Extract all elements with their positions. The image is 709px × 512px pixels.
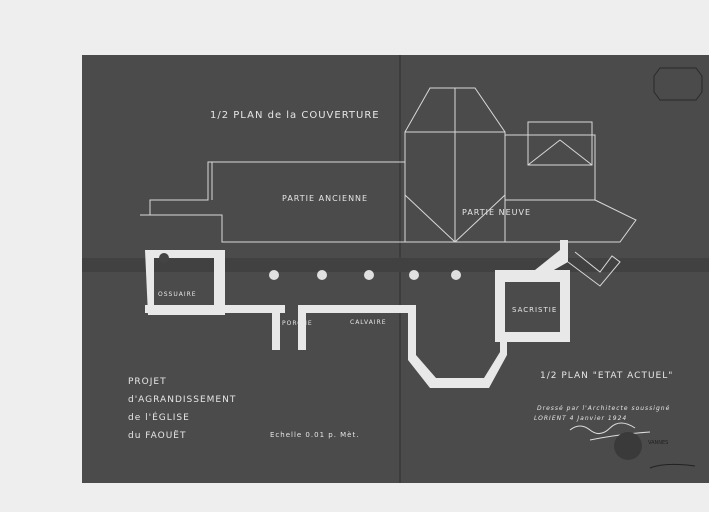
place-date: LORIENT 4 Janvier 1924 (534, 415, 627, 422)
column (364, 270, 374, 280)
archive-stamp (653, 67, 703, 101)
stamp-city: VANNES (648, 440, 668, 446)
column (317, 270, 327, 280)
column (269, 270, 279, 280)
scale-label: Echelle 0.01 p. Mèt. (270, 431, 359, 439)
porch-label: PORCHE (282, 320, 313, 327)
svg-text:du FAOUËT: du FAOUËT (128, 430, 186, 441)
project-title: PROJET d'AGRANDISSEMENT de l'ÉGLISE du F… (128, 377, 236, 441)
countersignature (649, 463, 696, 469)
new-part-label: PARTIE NEUVE (462, 208, 531, 217)
fold-band (82, 258, 709, 272)
svg-text:d'AGRANDISSEMENT: d'AGRANDISSEMENT (128, 395, 236, 405)
column (159, 253, 169, 263)
ossuary-label: OSSUAIRE (158, 291, 197, 298)
sacristy-label: SACRISTIE (512, 306, 557, 314)
svg-text:PROJET: PROJET (128, 377, 167, 387)
seal-stamp (614, 432, 642, 460)
current-plan-title: 1/2 PLAN "ETAT ACTUEL" (540, 371, 673, 381)
svg-text:de l'ÉGLISE: de l'ÉGLISE (128, 411, 190, 423)
column (451, 270, 461, 280)
drawn-by: Dressé par l'Architecte soussigné (537, 405, 670, 412)
roof-plan (140, 87, 637, 243)
calvary-label: CALVAIRE (350, 319, 387, 326)
column (409, 270, 419, 280)
floor-plan (145, 240, 621, 388)
old-part-label: PARTIE ANCIENNE (282, 194, 368, 203)
roof-plan-title: 1/2 PLAN de la COUVERTURE (210, 110, 380, 121)
